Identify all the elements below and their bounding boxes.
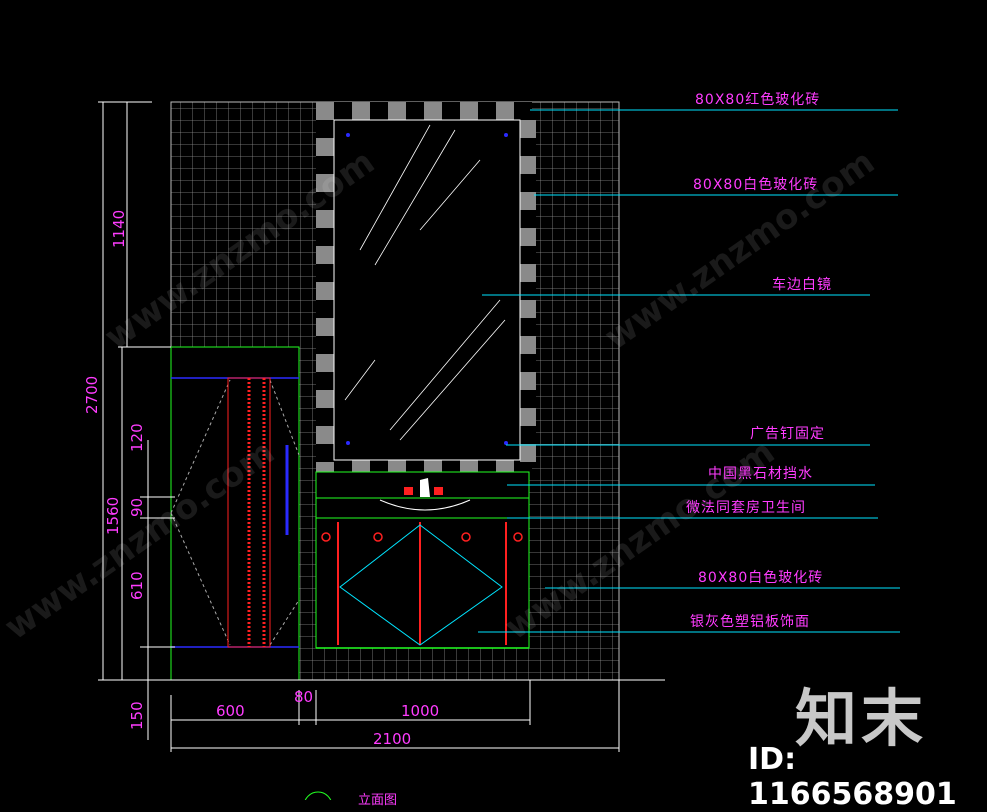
- dim-2100: 2100: [373, 730, 412, 748]
- checker-tile: [406, 460, 424, 472]
- dim-600: 600: [216, 702, 245, 720]
- checker-tile: [520, 228, 536, 246]
- dim-1000: 1000: [401, 702, 440, 720]
- checker-tile: [520, 210, 536, 228]
- dim-80: 80: [294, 688, 314, 706]
- checker-tile: [316, 102, 334, 120]
- checker-tile: [334, 102, 352, 120]
- checker-tile: [316, 246, 334, 264]
- door: [170, 346, 300, 681]
- mirror-hatch-lines: [344, 124, 506, 441]
- counter-top: [315, 497, 530, 519]
- checker-tile: [460, 460, 478, 472]
- checker-tile: [520, 300, 536, 318]
- dim-90: 90: [128, 497, 146, 517]
- checker-tile: [442, 102, 460, 120]
- checker-tile: [316, 408, 334, 426]
- checker-tile: [424, 460, 442, 472]
- checker-tile: [316, 282, 334, 300]
- checker-tile: [520, 192, 536, 210]
- checker-tile: [316, 426, 334, 444]
- checker-tile: [316, 444, 334, 462]
- checker-tile: [370, 102, 388, 120]
- checker-tile: [388, 102, 406, 120]
- dim-120: 120: [128, 423, 146, 452]
- checker-tile: [520, 264, 536, 282]
- checker-tile: [316, 460, 334, 472]
- checker-tile: [520, 408, 536, 426]
- checker-tile: [406, 102, 424, 120]
- callout-stone-backsplash: 中国黑石材挡水: [708, 466, 813, 482]
- checker-tile: [520, 354, 536, 372]
- checker-tile: [316, 228, 334, 246]
- checker-tile: [424, 102, 442, 120]
- checker-tile: [520, 444, 536, 462]
- checker-tile: [352, 102, 370, 120]
- checker-tile: [520, 138, 536, 156]
- checker-tile: [478, 102, 496, 120]
- checker-tile: [316, 300, 334, 318]
- dim-1140: 1140: [110, 209, 128, 248]
- checker-tile: [520, 246, 536, 264]
- checker-tile: [520, 120, 536, 138]
- checker-tile: [496, 460, 514, 472]
- dim-150: 150: [128, 701, 146, 730]
- checker-tile: [316, 138, 334, 156]
- mirror-nails: [346, 133, 508, 445]
- checker-tile: [316, 336, 334, 354]
- checker-tile: [514, 102, 532, 120]
- dim-610: 610: [128, 571, 146, 600]
- checker-tile: [316, 210, 334, 228]
- checker-tile: [316, 120, 334, 138]
- checker-tile: [316, 318, 334, 336]
- checker-tile: [316, 156, 334, 174]
- checker-tile: [442, 460, 460, 472]
- checker-tile: [520, 336, 536, 354]
- hatch-line: [344, 359, 376, 401]
- brand-logo: 知末: [795, 682, 928, 755]
- checker-tile: [334, 460, 352, 472]
- callout-reference: 微法同套房卫生间: [686, 500, 806, 516]
- checker-tile: [388, 460, 406, 472]
- vanity-cabinet: [315, 517, 530, 649]
- checker-tile: [460, 102, 478, 120]
- callout-aluminum-panel: 银灰色塑铝板饰面: [690, 614, 810, 630]
- hatch-line: [399, 319, 506, 441]
- checker-tile: [352, 460, 370, 472]
- checker-tile: [520, 156, 536, 174]
- checker-tile: [316, 192, 334, 210]
- checker-tile: [316, 174, 334, 192]
- hatch-line: [389, 299, 501, 431]
- checker-tile: [520, 282, 536, 300]
- checker-tile: [520, 318, 536, 336]
- hatch-line: [419, 159, 481, 231]
- callout-white-tile-lower: 80X80白色玻化砖: [698, 570, 824, 586]
- checker-tile: [520, 174, 536, 192]
- checker-tile: [316, 372, 334, 390]
- checker-tile: [478, 460, 496, 472]
- checker-tile: [514, 460, 532, 472]
- checker-tile: [370, 460, 388, 472]
- checker-tile: [520, 426, 536, 444]
- checker-tile: [520, 372, 536, 390]
- callout-mirror: 车边白镜: [772, 277, 832, 293]
- checker-tile: [316, 390, 334, 408]
- checker-tile: [316, 354, 334, 372]
- checker-tile: [520, 390, 536, 408]
- checker-tile: [496, 102, 514, 120]
- callout-white-tile: 80X80白色玻化砖: [693, 177, 819, 193]
- callout-red-tile: 80X80红色玻化砖: [695, 92, 821, 108]
- hatch-line: [374, 129, 456, 266]
- hatch-line: [359, 124, 431, 251]
- callout-fixing-nails: 广告钉固定: [750, 426, 825, 442]
- mirror-checker-border: [316, 102, 536, 472]
- drawing-caption: 立面图: [358, 793, 398, 808]
- checker-tile: [316, 264, 334, 282]
- dim-1560: 1560: [104, 496, 122, 535]
- dim-2700: 2700: [83, 375, 101, 414]
- brand-id: ID: 1166568901: [748, 742, 957, 812]
